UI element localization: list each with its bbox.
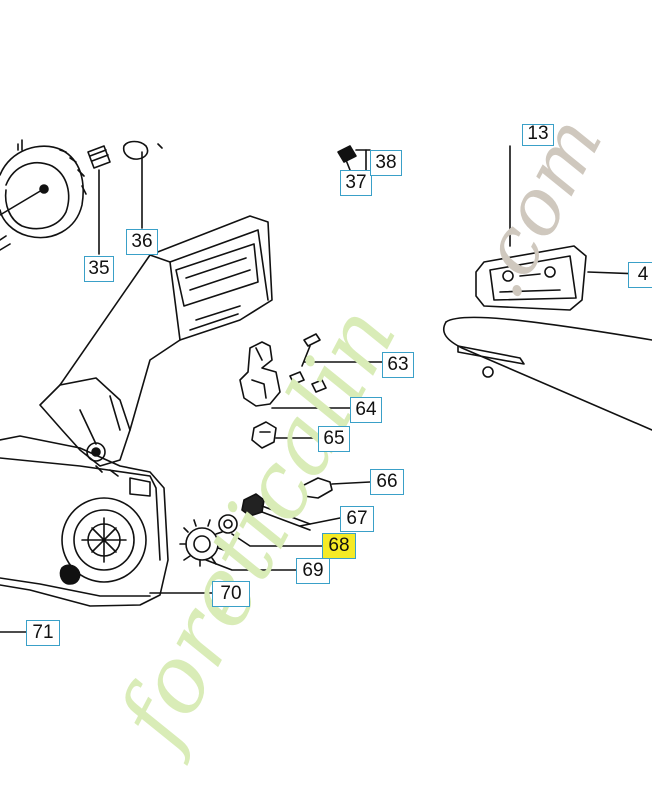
callout-69: 69 [296,558,330,584]
callout-65: 65 [318,426,350,452]
screw-37-part [337,145,371,177]
bar-plate-part [475,145,641,311]
callout-top-right: 13 [522,124,554,146]
callout-63: 63 [382,352,414,378]
callout-70: 70 [212,581,250,607]
callout-64: 64 [350,397,382,423]
callout-right-edge: 4 [628,262,652,288]
gear-69-part [179,519,297,571]
bolt-63-part [289,333,383,393]
guide-bar-part [442,316,652,431]
sprocket-cover-part [0,435,213,607]
callout-66: 66 [370,469,404,495]
callout-71: 71 [26,620,60,646]
callout-35: 35 [84,256,114,282]
callout-38: 38 [370,150,402,176]
pin-66-part [301,477,371,499]
callout-68-highlighted: 68 [322,533,356,559]
washer-part [122,140,163,229]
nut-65-part [251,421,319,449]
callout-37: 37 [340,170,372,196]
spur-part [87,145,111,255]
callout-36: 36 [126,229,158,255]
screw-67-part [241,493,341,531]
adjuster-64-part [239,341,351,409]
drum-part [0,139,87,251]
callout-67: 67 [340,506,374,532]
washer-68-part [218,514,323,547]
